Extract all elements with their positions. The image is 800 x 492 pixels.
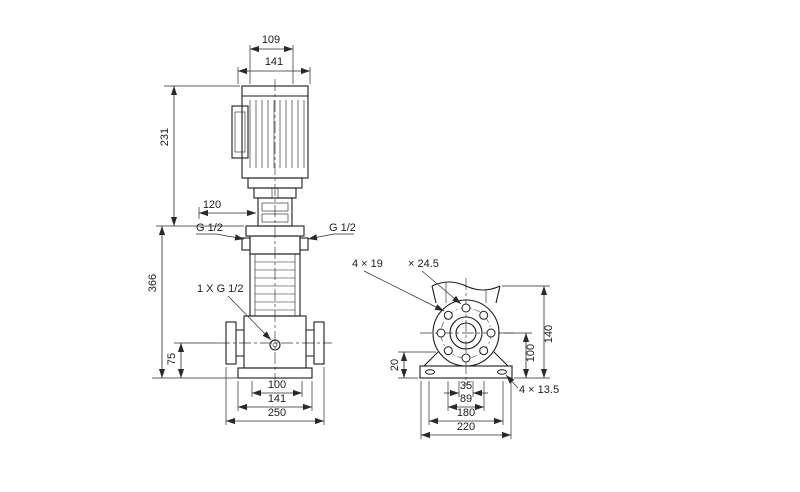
base-plate-front: [237, 367, 313, 379]
dim-180-label: 180: [457, 407, 475, 419]
drain-port-label: 1 X G 1/2: [197, 283, 243, 295]
foot-hole-right: [497, 369, 507, 375]
port-left-label: G 1/2: [196, 222, 223, 234]
bolt-hole: [436, 328, 446, 338]
dim-220-label: 220: [457, 421, 475, 433]
base-hole-note: 4 × 13.5: [519, 384, 559, 396]
dim-100-side-label: 100: [525, 344, 537, 362]
base-plate-side: [419, 365, 513, 379]
port-right-label: G 1/2: [329, 222, 356, 234]
dim-366-label: 366: [147, 274, 159, 292]
side-view-dimensions: 4 × 19 × 24.5 20 100 140 35: [352, 258, 559, 439]
bolt-hole: [486, 328, 496, 338]
dim-141-bottom-label: 141: [268, 393, 286, 405]
suction-flange: [432, 299, 500, 367]
dim-120-label: 120: [203, 199, 221, 211]
bolt-hole: [443, 346, 453, 356]
dim-109-label: 109: [262, 34, 280, 46]
port-stub-left: [241, 237, 251, 251]
dim-100-bottom-label: 100: [268, 379, 286, 391]
front-view: 109 141 231 120 G 1/2 G 1/2 366: [147, 34, 356, 425]
dim-231-label: 231: [159, 128, 171, 146]
bolt-hole: [479, 310, 489, 320]
terminal-box: [231, 105, 249, 159]
side-base: [419, 351, 513, 379]
bolt-hole: [479, 346, 489, 356]
dim-35-label: 35: [460, 380, 472, 392]
motor-outline: [231, 85, 309, 199]
bolt-hole: [461, 353, 471, 363]
dim-140-label: 140: [543, 325, 555, 343]
dim-89-label: 89: [460, 393, 472, 405]
dim-20-label: 20: [389, 359, 401, 371]
side-body: [431, 281, 501, 304]
port-bore: [455, 322, 477, 344]
flange-left: [225, 321, 237, 365]
front-view-dimensions: 109 141 231 120 G 1/2 G 1/2 366: [147, 34, 356, 425]
bolt-hole: [443, 310, 453, 320]
dim-250-label: 250: [268, 407, 286, 419]
foot-hole-left: [425, 369, 435, 375]
flange-right: [313, 321, 325, 365]
pump-base: [225, 315, 325, 379]
flange-hole-note: 4 × 19: [352, 258, 383, 270]
dim-75-label: 75: [166, 353, 178, 365]
flange-counterbore-note: × 24.5: [408, 258, 439, 270]
bolt-hole: [461, 303, 471, 313]
side-view: 4 × 19 × 24.5 20 100 140 35: [352, 258, 559, 439]
dim-141-top-label: 141: [265, 56, 283, 68]
pump-head: [241, 225, 309, 255]
chamber-stack: [249, 253, 301, 317]
drain-plug: [269, 339, 281, 351]
port-stub-right: [299, 237, 309, 251]
